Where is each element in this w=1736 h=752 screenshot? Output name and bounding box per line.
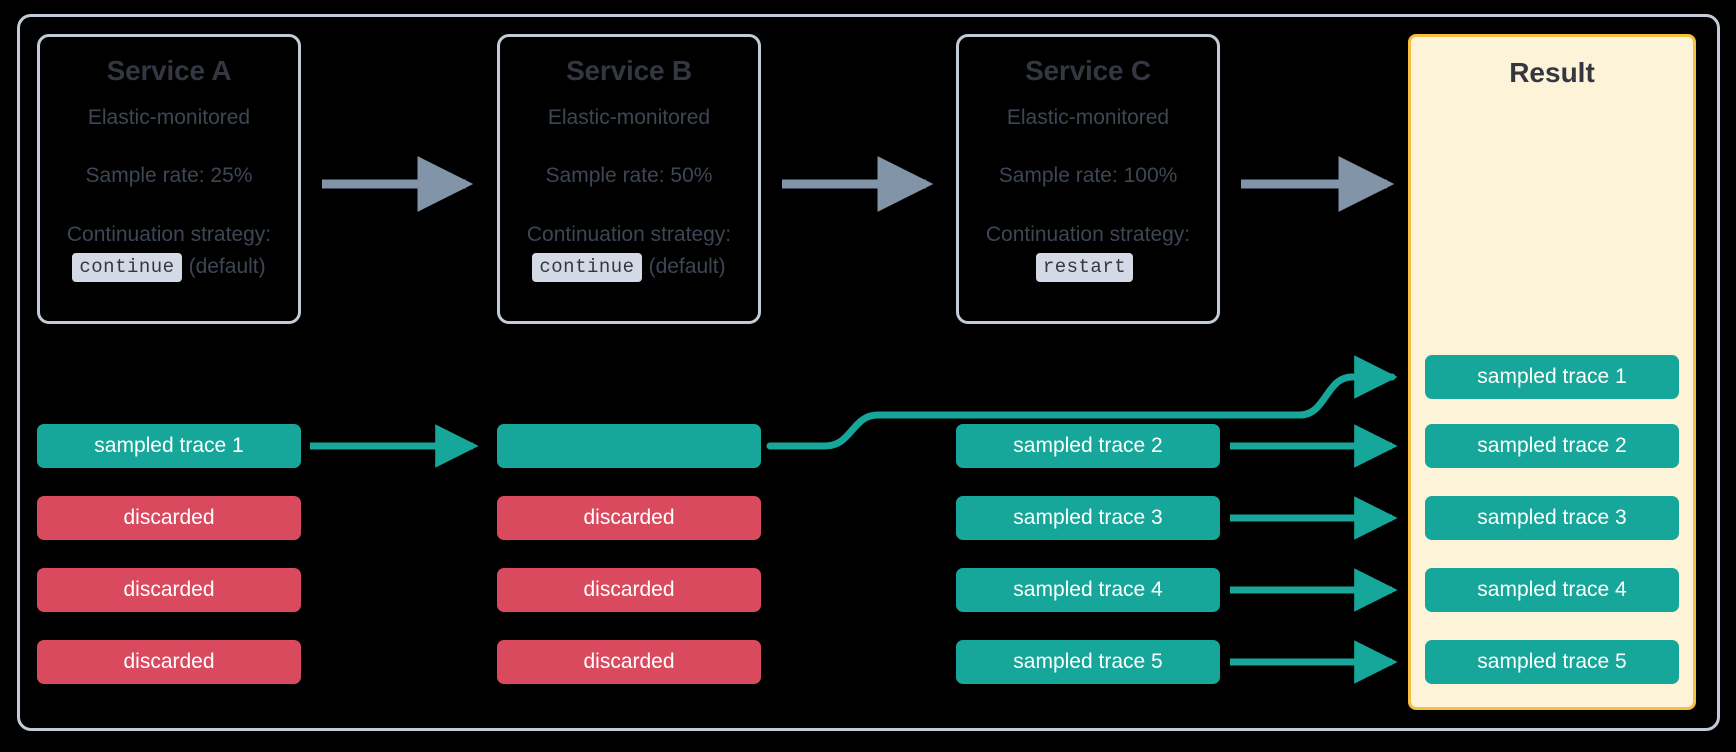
trace-bar-result-5: sampled trace 5 — [1425, 640, 1679, 684]
service-card-a: Service A Elastic-monitored Sample rate:… — [37, 34, 301, 324]
service-a-strategy-note: (default) — [188, 255, 266, 279]
trace-bar-a-4: discarded — [37, 640, 301, 684]
service-c-title: Service C — [1025, 55, 1151, 86]
trace-bar-c-2: sampled trace 3 — [956, 496, 1220, 540]
service-a-strategy-value: continue — [72, 252, 182, 282]
result-title: Result — [1509, 57, 1595, 88]
diagram-outer-frame — [17, 14, 1720, 731]
trace-bar-c-1: sampled trace 2 — [956, 424, 1220, 468]
service-a-strategy-row: continue (default) — [72, 252, 266, 282]
service-b-strategy-label: Continuation strategy: — [526, 222, 732, 246]
service-c-monitored: Elastic-monitored — [1006, 106, 1170, 129]
service-b-strategy-value: continue — [532, 252, 642, 282]
trace-bar-a-1: sampled trace 1 — [37, 424, 301, 468]
service-b-title: Service B — [566, 55, 692, 86]
trace-bar-a-3: discarded — [37, 568, 301, 612]
service-a-title: Service A — [106, 55, 232, 86]
service-c-strategy-value: restart — [1035, 252, 1134, 282]
trace-bar-a-2: discarded — [37, 496, 301, 540]
service-c-sample-rate: Sample rate: 100% — [998, 164, 1178, 188]
service-a-strategy-label: Continuation strategy: — [66, 222, 272, 246]
trace-bar-result-3: sampled trace 3 — [1425, 496, 1679, 540]
trace-bar-result-1: sampled trace 1 — [1425, 355, 1679, 399]
trace-bar-c-3: sampled trace 4 — [956, 568, 1220, 612]
service-b-monitored: Elastic-monitored — [547, 106, 711, 129]
trace-bar-b-4: discarded — [497, 640, 761, 684]
service-card-c: Service C Elastic-monitored Sample rate:… — [956, 34, 1220, 324]
service-a-sample-rate: Sample rate: 25% — [85, 164, 253, 188]
trace-bar-b-2: discarded — [497, 496, 761, 540]
service-c-strategy-row: restart — [1035, 252, 1140, 282]
trace-bar-c-4: sampled trace 5 — [956, 640, 1220, 684]
service-a-monitored: Elastic-monitored — [87, 106, 251, 129]
trace-bar-b-1 — [497, 424, 761, 468]
trace-bar-b-3: discarded — [497, 568, 761, 612]
service-b-strategy-row: continue (default) — [532, 252, 726, 282]
service-card-b: Service B Elastic-monitored Sample rate:… — [497, 34, 761, 324]
service-b-sample-rate: Sample rate: 50% — [545, 164, 713, 188]
trace-bar-result-2: sampled trace 2 — [1425, 424, 1679, 468]
service-c-strategy-label: Continuation strategy: — [985, 222, 1191, 246]
trace-bar-result-4: sampled trace 4 — [1425, 568, 1679, 612]
service-b-strategy-note: (default) — [648, 255, 726, 279]
